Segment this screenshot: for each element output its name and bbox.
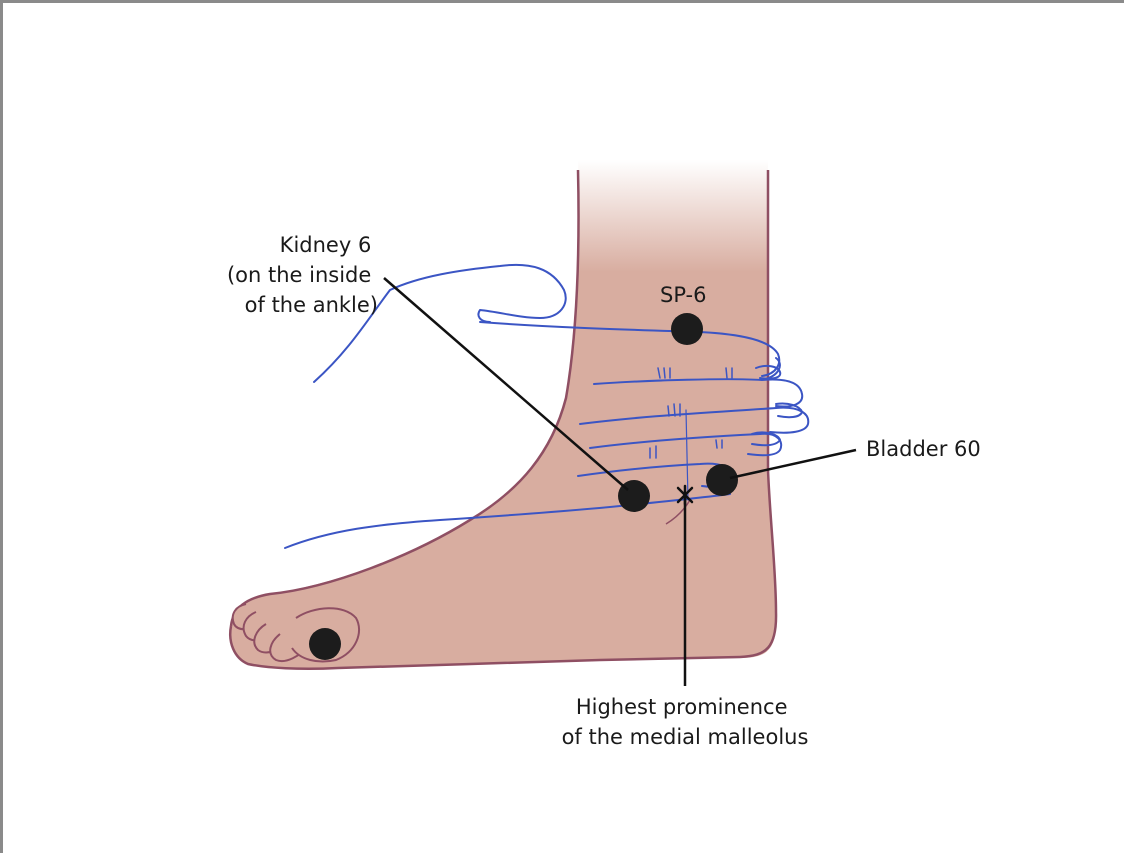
malleolus-label: Highest prominence of the medial malleol… — [562, 695, 809, 749]
toe-point — [309, 628, 341, 660]
bladder-60-label: Bladder 60 — [866, 437, 981, 461]
kidney-6-label: Kidney 6 (on the inside of the ankle) — [227, 233, 378, 317]
sp-6-label: SP-6 — [660, 283, 706, 307]
bladder-60-point — [706, 464, 738, 496]
sp-6-point — [671, 313, 703, 345]
